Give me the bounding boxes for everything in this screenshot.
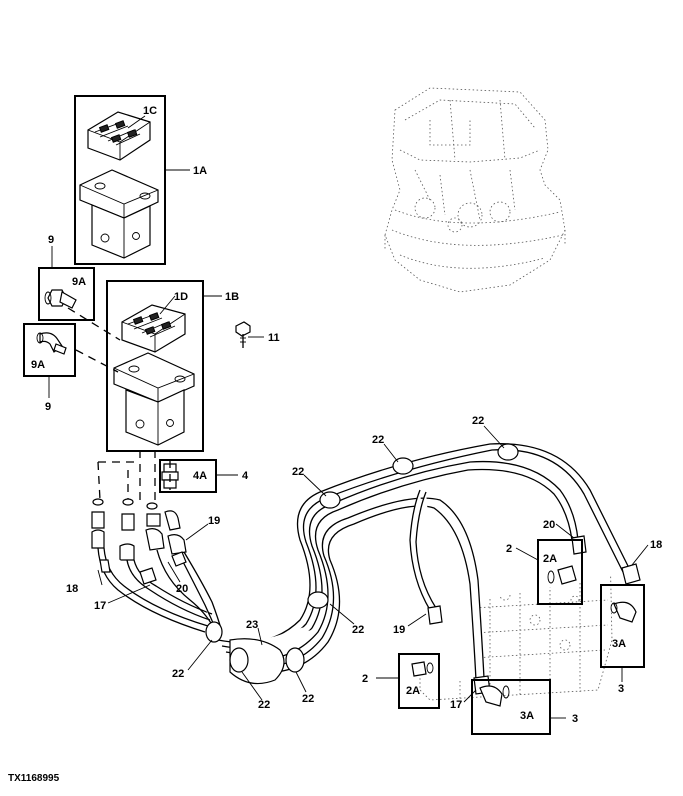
fitting-3a-lower (471, 679, 551, 735)
callout-22-e: 22 (292, 466, 304, 478)
callout-20-right: 20 (543, 519, 555, 531)
callout-4: 4 (242, 470, 249, 482)
callout-11: 11 (268, 332, 280, 344)
callout-19-right: 19 (393, 624, 405, 636)
callout-23: 23 (246, 619, 258, 631)
callout-17-left: 17 (94, 600, 106, 612)
callout-22-b: 22 (258, 699, 270, 711)
left-hose-bundle (97, 547, 223, 636)
callout-1a: 1A (193, 165, 207, 177)
callout-labels: 1C 1A 1D 1B 9 9A 9A 9 11 4A 4 19 20 18 1… (8, 105, 662, 784)
callout-2a-right: 2A (543, 553, 557, 565)
figure-id: TX1168995 (8, 773, 60, 784)
fitting-3a-right (600, 584, 645, 668)
callout-2a-lower: 2A (406, 685, 420, 697)
main-hose-runs (217, 443, 631, 685)
callout-17-right: 17 (450, 699, 462, 711)
callout-9a-top: 9A (72, 276, 86, 288)
callout-leader-lines (48, 115, 649, 719)
callout-22-d: 22 (352, 624, 364, 636)
callout-2-lower: 2 (362, 673, 368, 685)
bolt-11 (235, 321, 251, 348)
hose-fittings-lower (91, 498, 187, 561)
callout-19-left: 19 (208, 515, 220, 527)
callout-9a-bottom: 9A (31, 359, 45, 371)
callout-18-right: 18 (650, 539, 662, 551)
callout-4a: 4A (193, 470, 207, 482)
callout-3-right: 3 (618, 683, 624, 695)
pilot-valve-assembly-1a (74, 95, 166, 265)
fitting-9a-lower (23, 323, 76, 377)
callout-9-top: 9 (48, 234, 54, 246)
callout-22-c: 22 (302, 693, 314, 705)
callout-18-left: 18 (66, 583, 78, 595)
fitting-2a-lower (398, 653, 440, 709)
fitting-9a-upper (38, 267, 95, 321)
callout-1c: 1C (143, 105, 157, 117)
pilot-valve-assembly-1b (106, 280, 204, 452)
callout-1d: 1D (174, 291, 188, 303)
hose-clamps (205, 443, 519, 673)
callout-1b: 1B (225, 291, 239, 303)
callout-20-left: 20 (176, 583, 188, 595)
callout-9-bottom: 9 (45, 401, 51, 413)
machine-ghost-illustration (384, 87, 566, 293)
callout-22-g: 22 (472, 415, 484, 427)
fitting-4a (159, 459, 217, 493)
assembly-dashed-lines (67, 307, 171, 501)
fitting-2a-right (537, 539, 583, 605)
callout-3-lower: 3 (572, 713, 578, 725)
callout-3a-lower: 3A (520, 710, 534, 722)
callout-22-f: 22 (372, 434, 384, 446)
callout-22-a: 22 (172, 668, 184, 680)
callout-2-right: 2 (506, 543, 512, 555)
callout-3a-right: 3A (612, 638, 626, 650)
